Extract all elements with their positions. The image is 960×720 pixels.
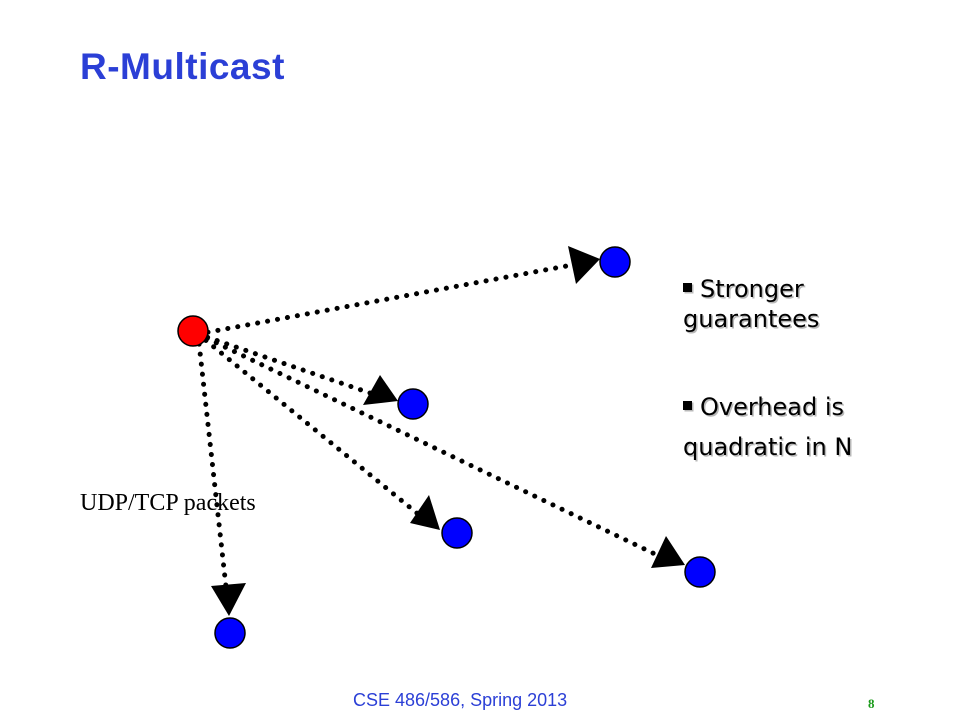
bullet-text-line1: Overhead is	[700, 393, 845, 421]
slide-title: R-Multicast	[80, 46, 285, 87]
bullet-text-line2: guarantees	[683, 305, 820, 333]
bullet-text-line2: quadratic in N	[683, 433, 853, 461]
arrowhead-bottom-right	[651, 536, 685, 568]
receiver-node-bottom-left	[214, 617, 246, 649]
sender-node	[177, 315, 209, 347]
arrowhead-center	[410, 495, 440, 530]
bullet-square-icon	[683, 282, 692, 292]
page-number: 8	[868, 696, 875, 711]
arrowhead-mid	[363, 375, 398, 405]
bullet-square-icon	[683, 400, 692, 410]
edge-to-receiver-bottom-left	[195, 331, 229, 590]
bullet-list: Stronger guarantees Overhead is quadrati…	[683, 274, 923, 462]
edge-to-receiver-center	[195, 331, 421, 517]
bullet-item: Overhead is quadratic in N	[683, 392, 923, 462]
edge-to-receiver-mid	[195, 331, 373, 396]
edge-label: UDP/TCP packets	[80, 490, 256, 516]
receiver-node-mid	[397, 388, 429, 420]
arrowhead-top-right	[568, 246, 600, 284]
edge-to-receiver-bottom-right	[195, 331, 660, 558]
receiver-node-bottom-right	[684, 556, 716, 588]
receiver-node-center	[441, 517, 473, 549]
bullet-text-line1: Stronger	[700, 275, 804, 303]
edge-to-receiver-top-right	[195, 262, 575, 337]
bullet-item: Stronger guarantees	[683, 274, 923, 334]
arrowhead-bottom-left	[211, 583, 246, 616]
receiver-node-top-right	[599, 246, 631, 278]
footer-text: CSE 486/586, Spring 2013	[353, 690, 568, 710]
